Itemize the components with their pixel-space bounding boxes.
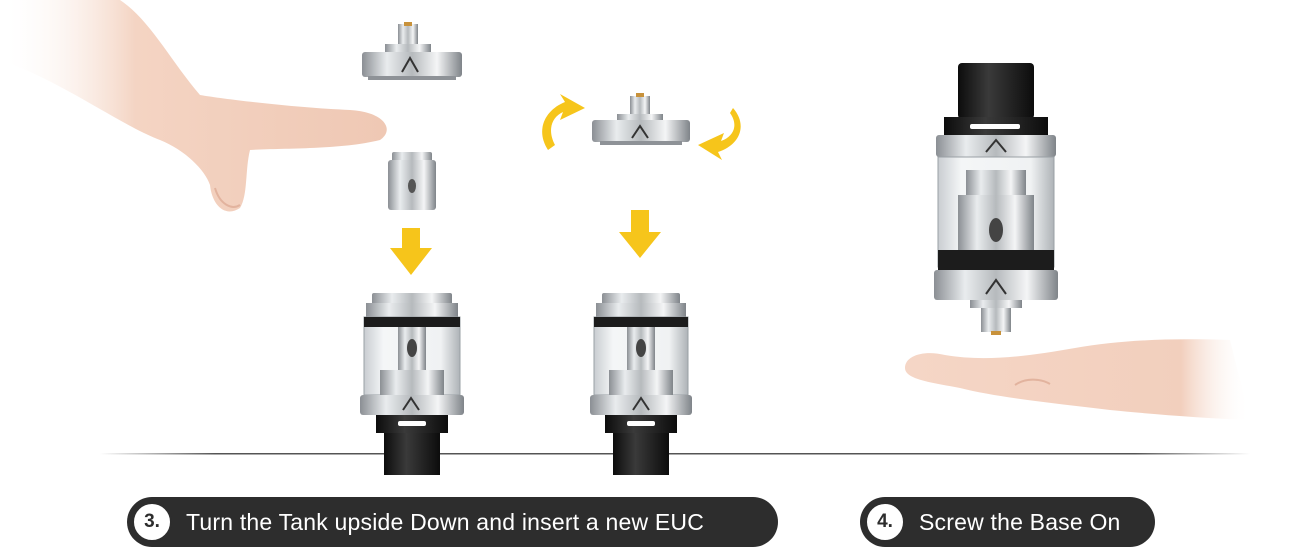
step-3-text: Turn the Tank upside Down and insert a n…	[186, 508, 705, 535]
tank-upside-down-1	[360, 293, 464, 475]
top-cap-2	[592, 93, 690, 145]
assembled-tank	[934, 63, 1058, 335]
euc-coil	[388, 152, 436, 210]
step-3-number: 3.	[132, 502, 172, 542]
floor-line	[100, 453, 1250, 455]
pointing-hand	[0, 0, 387, 212]
rotate-clockwise-icon	[542, 94, 585, 150]
step-4-text: Screw the Base On	[919, 508, 1121, 535]
arrow-down-icon	[390, 228, 432, 275]
open-hand	[905, 339, 1250, 420]
step-4-caption: 4. Screw the Base On	[860, 497, 1155, 547]
arrow-down-icon	[619, 210, 661, 258]
tank-upside-down-2	[590, 293, 692, 475]
top-cap-1	[362, 22, 462, 80]
step-4-number: 4.	[865, 502, 905, 542]
step-3-caption: 3. Turn the Tank upside Down and insert …	[127, 497, 778, 547]
rotate-counterclockwise-icon	[698, 108, 741, 160]
